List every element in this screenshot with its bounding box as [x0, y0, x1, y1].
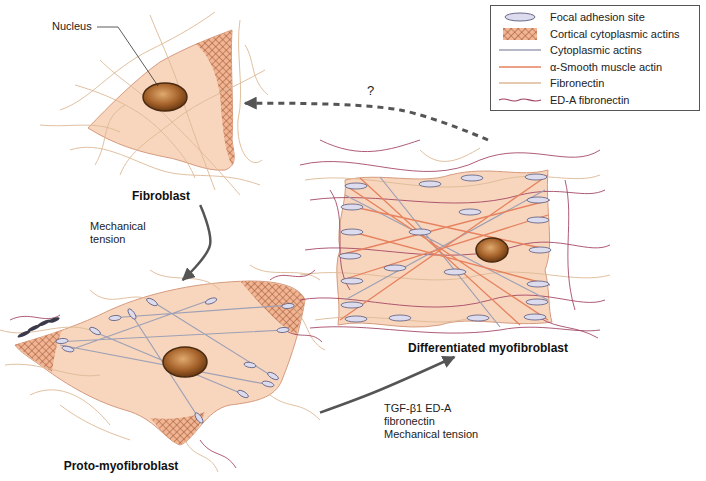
cell-node: Fibroblast: [85, 20, 245, 205]
line-sample: [499, 50, 541, 51]
focal-adhesion: [37, 318, 51, 328]
cell-label: Differentiated myofibroblast: [408, 341, 568, 355]
legend-swatch: [497, 11, 543, 23]
legend-row: Cortical cytoplasmic actins: [491, 26, 699, 43]
edge-label: Mechanical tension: [90, 220, 162, 246]
legend-text: Cortical cytoplasmic actins: [550, 28, 680, 40]
legend-row: α-Smooth muscle actin: [491, 59, 699, 76]
eda-fibronectin-sample: [499, 99, 541, 101]
cell-label: Fibroblast: [132, 189, 190, 203]
dashed-arrow: [245, 103, 488, 140]
legend-row: Fibronectin: [491, 75, 699, 92]
legend-box: Focal adhesion siteCortical cytoplasmic …: [490, 5, 700, 111]
edge-label: TGF-β1 ED-A fibronectin Mechanical tensi…: [384, 402, 484, 441]
legend-swatch: [497, 28, 543, 40]
focal-adhesion: [17, 329, 31, 339]
focal-adhesion-sample: [505, 13, 535, 21]
callout-label: Nucleus: [52, 20, 92, 33]
cell-body: [15, 280, 320, 475]
cortical-actin: [15, 30, 305, 445]
cell-membrane: [88, 30, 234, 170]
cell-membrane: [337, 170, 552, 327]
cell-membrane: [15, 281, 305, 445]
focal-adhesion: [48, 316, 61, 324]
cell-body: [320, 140, 560, 357]
edge-label: ?: [367, 84, 387, 97]
focal-adhesion: [27, 323, 41, 333]
cell-label: Proto-myofibroblast: [64, 459, 179, 473]
process-arrow: [183, 205, 211, 280]
legend-row: ED-A fibronectin: [491, 92, 699, 109]
eda-fibronectin-fibers: [10, 140, 610, 468]
legend-swatch: [497, 77, 543, 89]
legend-row: Cytoplasmic actins: [491, 42, 699, 59]
line-sample: [499, 83, 541, 84]
legend-swatch: [497, 94, 543, 106]
legend-text: Fibronectin: [550, 77, 604, 89]
legend-text: α-Smooth muscle actin: [550, 61, 662, 73]
line-sample: [499, 66, 541, 67]
legend-text: ED-A fibronectin: [550, 94, 629, 106]
legend-row: Focal adhesion site: [491, 9, 699, 26]
cell-node: Differentiated myofibroblast: [320, 140, 560, 357]
cell-body: [85, 20, 245, 205]
legend-swatch: [497, 61, 543, 73]
cell-node: Proto-myofibroblast: [15, 280, 320, 475]
legend-text: Focal adhesion site: [550, 11, 645, 23]
legend-swatch: [497, 44, 543, 56]
cortical-actin-sample: [503, 28, 537, 40]
legend-text: Cytoplasmic actins: [550, 44, 642, 56]
